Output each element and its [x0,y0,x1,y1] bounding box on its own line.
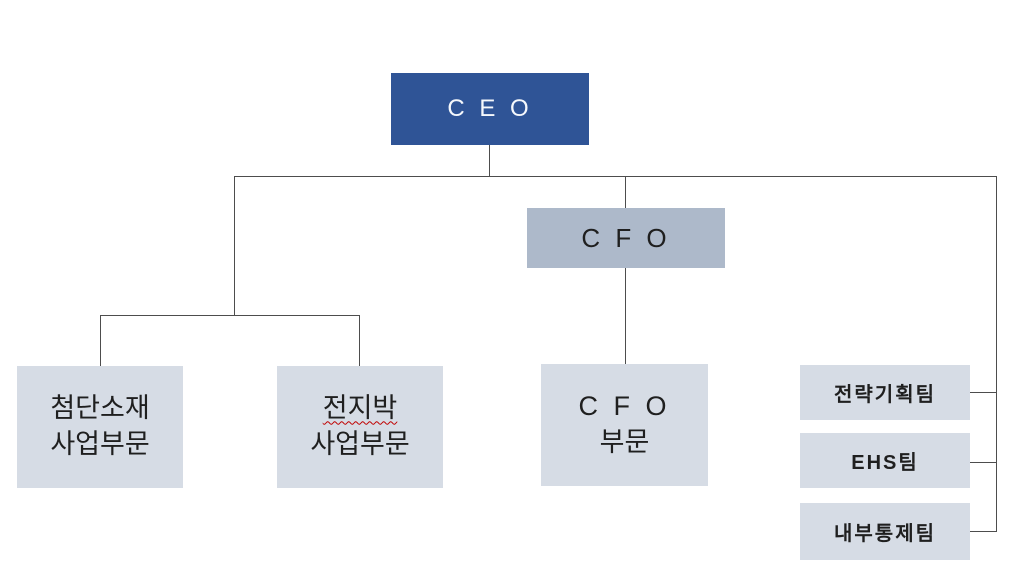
org-node-ceo-label: C E O [447,95,533,122]
org-node-cfo-division: C F O 부문 [541,364,708,486]
org-node-advanced-materials-division: 첨단소재 사업부문 [17,366,183,488]
division-label-line1: 첨단소재 [50,393,150,424]
connector-right-vertical [996,176,997,532]
org-node-battery-foil-division: 전지박 사업부문 [277,366,443,488]
connector-ceo-drop [489,145,490,176]
connector-main-horizontal [234,176,997,177]
connector-battery-foil-drop [359,315,360,366]
team-label: 내부통제팀 [834,523,936,545]
org-node-cfo-label: C F O [581,222,671,253]
division-label-line1: C F O [578,391,671,422]
org-node-strategic-planning-team: 전략기획팀 [800,365,970,420]
connector-cfo-division-drop [625,268,626,364]
org-node-ehs-team: EHS팀 [800,433,970,488]
org-node-ceo: C E O [391,73,589,145]
connector-left-branch-drop [234,176,235,315]
team-label: 전략기획팀 [834,384,936,406]
team-label: EHS팀 [851,452,919,474]
org-node-cfo: C F O [527,208,725,268]
connector-cfo-top-drop [625,176,626,208]
division-label-line1: 전지박 [322,393,398,424]
division-label-line2: 사업부문 [310,429,410,459]
connector-strategic-planning-team [970,392,997,393]
connector-left-branch-horizontal [100,315,360,316]
division-label-line2: 부문 [599,427,650,457]
connector-internal-control-team [970,531,997,532]
division-label-line2: 사업부문 [50,429,150,459]
connector-advanced-materials-drop [100,315,101,366]
org-node-internal-control-team: 내부통제팀 [800,503,970,560]
connector-ehs-team [970,462,997,463]
